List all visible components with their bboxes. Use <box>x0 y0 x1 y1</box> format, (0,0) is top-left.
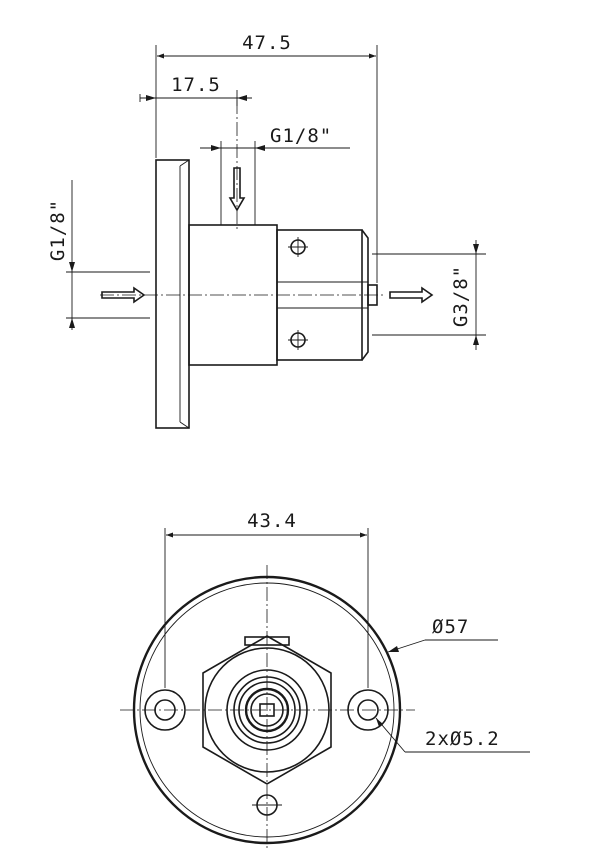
flange <box>155 159 190 429</box>
dim-left-port: G1/8" <box>47 180 150 330</box>
dim-top-port: G1/8" <box>200 125 350 220</box>
dim-overall-length-label: 47.5 <box>242 32 292 54</box>
dim-mount-holes-label: 2xØ5.2 <box>425 728 500 750</box>
dim-body-offset-label: 17.5 <box>171 74 221 96</box>
bottom-port <box>252 794 282 816</box>
dim-overall-length: 47.5 <box>155 32 378 283</box>
dim-outer-diameter: Ø57 <box>387 616 498 653</box>
dim-mount-holes: 2xØ5.2 <box>375 717 530 753</box>
dim-outlet-port: G3/8" <box>372 240 486 350</box>
flow-arrows <box>101 167 434 304</box>
dim-hole-spacing: 43.4 <box>164 510 369 688</box>
central-port <box>226 669 308 751</box>
dim-outlet-port-label: G3/8" <box>450 265 472 327</box>
mount-hole-right <box>347 689 389 731</box>
dim-hole-spacing-label: 43.4 <box>247 510 297 532</box>
dim-top-port-label: G1/8" <box>270 125 332 147</box>
dim-outer-diameter-label: Ø57 <box>432 616 469 638</box>
front-view: 43.4 Ø57 2xØ5.2 <box>120 510 530 850</box>
side-view: 47.5 17.5 G1/8" G1/8" <box>47 32 486 429</box>
valve-body <box>188 220 278 366</box>
dim-left-port-label: G1/8" <box>47 199 69 261</box>
mount-hole-left <box>144 689 186 731</box>
hex-outline <box>202 635 332 785</box>
dim-body-offset: 17.5 <box>139 74 252 106</box>
